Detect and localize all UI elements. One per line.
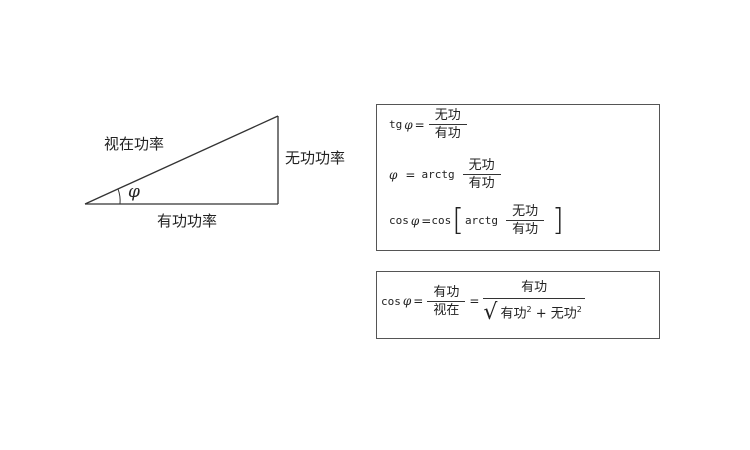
- fraction: 无功 有功: [462, 157, 501, 192]
- close-bracket: ]: [552, 202, 564, 238]
- phi-symbol: φ: [402, 294, 412, 309]
- fraction: 有功 √ 有功2 + 无功2: [483, 278, 585, 326]
- formula-box-power-factor: cos φ = 有功 视在 = 有功 √ 有功2 + 无功2: [376, 271, 660, 339]
- hypotenuse-label: 视在功率: [104, 135, 165, 153]
- radicand: 有功2 + 无功2: [497, 299, 584, 324]
- cos-text: cos: [381, 294, 401, 308]
- cos-text: cos: [389, 214, 409, 227]
- formula-power-factor: cos φ = 有功 视在 = 有功 √ 有功2 + 无功2: [381, 278, 589, 324]
- denominator: 有功: [434, 126, 461, 141]
- equals: =: [405, 167, 416, 182]
- denominator: 有功: [512, 222, 539, 237]
- numerator: 有功: [427, 284, 466, 302]
- angle-arc: [117, 188, 121, 205]
- base-label: 有功功率: [157, 212, 218, 230]
- exponent: 2: [526, 305, 532, 314]
- term: 无功: [550, 306, 577, 322]
- plus: +: [535, 306, 547, 322]
- formula-box-tangent: tg φ = 无功 有功 φ = arctg 无功 有功 cos φ = cos…: [376, 104, 660, 251]
- open-bracket: [: [452, 202, 464, 238]
- denominator: 有功: [468, 176, 495, 191]
- fraction: 无功 有功: [428, 107, 467, 142]
- equals: =: [414, 117, 425, 132]
- numerator: 无功: [428, 107, 467, 125]
- phi-symbol: φ: [410, 213, 420, 228]
- arctg-text: arctg: [464, 214, 499, 227]
- numerator: 无功: [462, 157, 501, 175]
- exponent: 2: [576, 305, 582, 314]
- equals: =: [469, 294, 480, 309]
- phi-symbol: φ: [389, 167, 398, 182]
- numerator: 有功: [521, 280, 548, 295]
- formula-arctg: φ = arctg 无功 有功: [387, 157, 505, 192]
- tg-text: tg: [389, 118, 403, 131]
- arctg-text: arctg: [421, 168, 455, 181]
- fraction: 无功 有功: [506, 203, 545, 238]
- equals: =: [413, 294, 424, 309]
- hypotenuse-line: [84, 115, 279, 205]
- phi-symbol: φ: [404, 117, 413, 132]
- vertical-label: 无功功率: [285, 149, 346, 167]
- equals: =: [421, 213, 432, 228]
- cos-text: cos: [431, 214, 452, 227]
- denominator: 视在: [433, 302, 460, 318]
- numerator: 无功: [506, 203, 545, 221]
- formula-cos-arctg: cos φ = cos [ arctg 无功 有功 ]: [389, 203, 565, 238]
- formula-tg: tg φ = 无功 有功: [389, 107, 471, 142]
- term: 有功: [500, 306, 527, 322]
- radical-sign: √: [483, 300, 498, 326]
- square-root: √ 有功2 + 无功2: [483, 298, 585, 326]
- angle-label: φ: [128, 182, 140, 202]
- fraction: 有功 视在: [427, 284, 466, 319]
